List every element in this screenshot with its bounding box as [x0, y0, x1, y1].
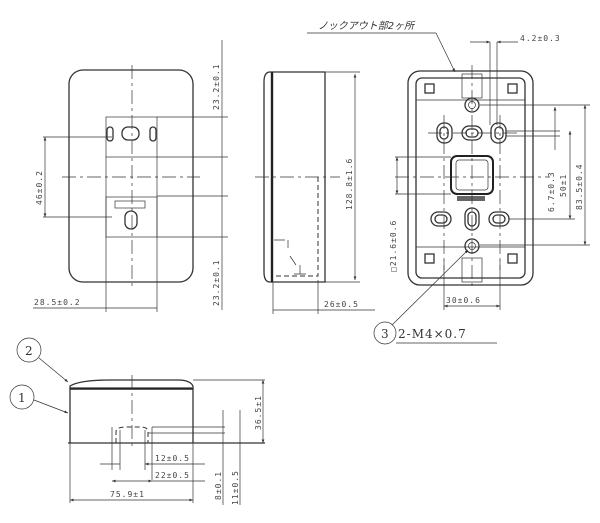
callout-1: 1 — [18, 391, 27, 405]
front-view: 23.2±0.1 46±0.2 23.2±0.1 28.5±0.2 — [33, 40, 228, 312]
knockout-note: ノックアウト部2ヶ所 — [318, 20, 416, 32]
back-dim-slot: 4.2±0.3 — [520, 34, 561, 43]
side-outline — [263, 71, 326, 283]
back-dim-inner-pitch: 50±1 — [559, 174, 568, 197]
back-outline — [407, 70, 534, 286]
cover-dome — [69, 379, 194, 389]
corner-tab — [507, 83, 518, 94]
front-outline — [68, 69, 194, 283]
back-dim-hole-width: 30±0.6 — [446, 296, 481, 305]
callout-circle-1 — [9, 384, 35, 410]
upper-screw-hole — [121, 126, 140, 141]
side-hidden-box — [275, 177, 319, 277]
thread-spec: 2-M4×0.7 — [398, 327, 467, 341]
front-dim-bottom: 23.2±0.1 — [212, 259, 221, 306]
side-view: 128.8±1.6 26±0.5 — [255, 71, 375, 314]
bottom-dim-b: 11±0.5 — [231, 470, 240, 505]
lower-label — [114, 200, 146, 209]
side-dim-depth: 26±0.5 — [324, 300, 359, 309]
callout-circle-2 — [16, 337, 42, 363]
lower-screw-hole — [124, 210, 138, 230]
bottom-dim-height: 36.5±1 — [254, 395, 263, 430]
back-dim-outer-pitch: 83.5±0.4 — [575, 163, 584, 210]
upper-right-slot — [149, 126, 157, 142]
front-dim-pitch: 46±0.2 — [35, 170, 44, 205]
bottom-dim-notch-outer: 22±0.5 — [155, 471, 190, 480]
bottom-dim-notch: 12±0.5 — [155, 454, 190, 463]
lower-holes — [430, 207, 510, 231]
corner-tab — [424, 83, 435, 94]
bottom-dim-a: 8±0.1 — [214, 471, 223, 500]
callout-3: 3 — [381, 327, 390, 341]
bottom-view: 36.5±1 12±0.5 22±0.5 75.9±1 8±0.1 11±0.5… — [9, 337, 265, 505]
callout-2: 2 — [25, 344, 34, 358]
callout-circle-3 — [373, 321, 397, 345]
corner-tab — [424, 253, 435, 264]
back-dim-offset: 6.7±0.3 — [547, 171, 556, 212]
corner-tab — [507, 253, 518, 264]
bottom-dim-width: 75.9±1 — [110, 490, 145, 499]
lower-plate — [105, 196, 158, 238]
side-dim-height: 128.8±1.6 — [345, 158, 354, 210]
upper-left-slot — [106, 126, 114, 142]
back-view: 4.2±0.3 6.7±0.3 50±1 83.5±0.4 □21.6±0.6 … — [307, 20, 590, 345]
front-dim-top: 23.2±0.1 — [212, 63, 221, 110]
back-dim-square: □21.6±0.6 — [389, 220, 398, 272]
front-dim-width: 28.5±0.2 — [34, 298, 81, 307]
